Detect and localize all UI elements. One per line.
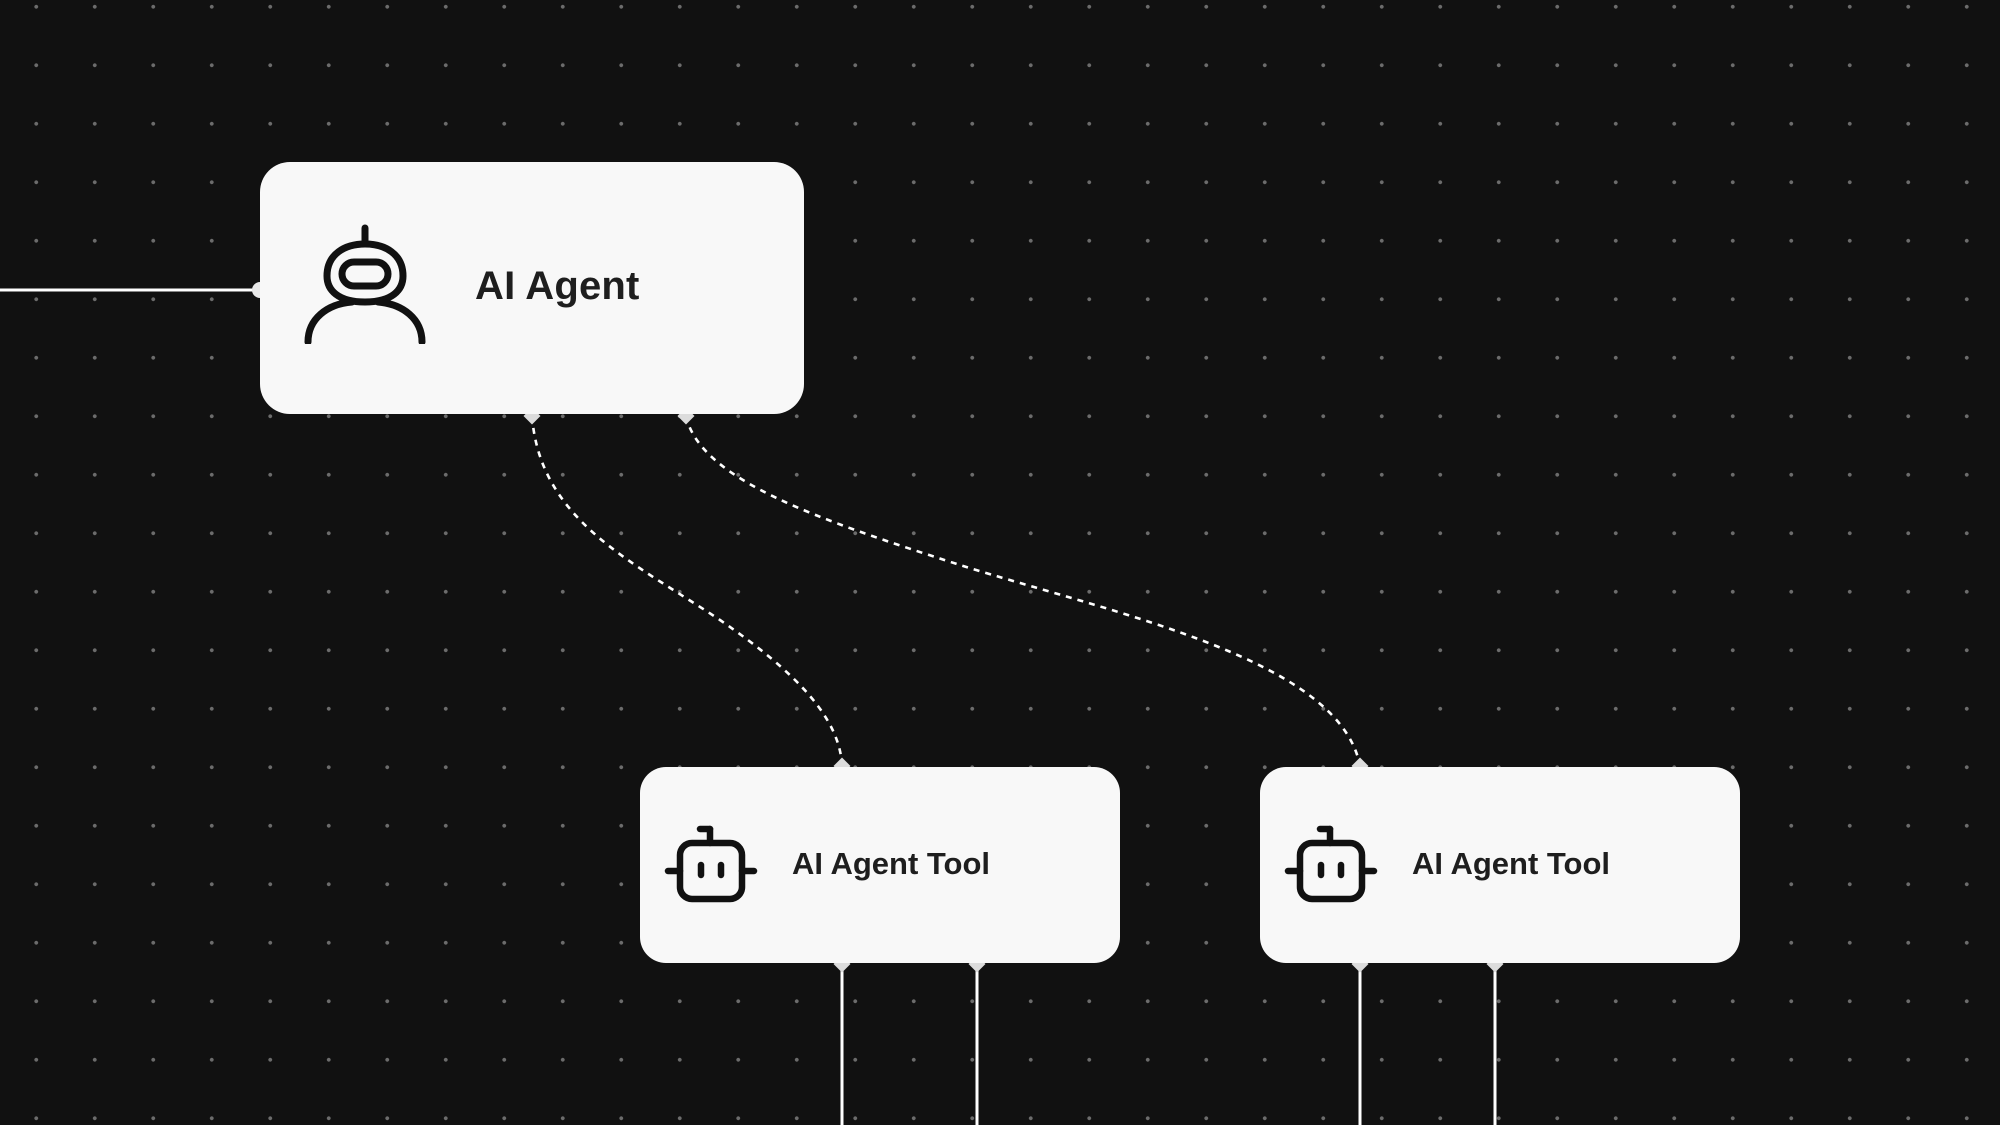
node-ai-agent-tool-2-label: AI Agent Tool bbox=[1412, 846, 1611, 881]
node-ai-agent-label: AI Agent bbox=[475, 264, 640, 308]
bot-icon bbox=[1284, 825, 1378, 903]
edge-agent-to-tool-1[interactable] bbox=[530, 415, 844, 767]
bot-icon bbox=[664, 825, 758, 903]
node-ai-agent-tool-1[interactable]: AI Agent Tool bbox=[640, 767, 1120, 963]
robot-head-icon bbox=[304, 224, 426, 344]
node-ai-agent[interactable]: AI Agent bbox=[260, 162, 804, 414]
node-ai-agent-tool-2[interactable]: AI Agent Tool bbox=[1260, 767, 1740, 963]
node-ai-agent-tool-1-label: AI Agent Tool bbox=[792, 846, 991, 881]
edge-agent-to-tool-2[interactable] bbox=[684, 415, 1362, 767]
